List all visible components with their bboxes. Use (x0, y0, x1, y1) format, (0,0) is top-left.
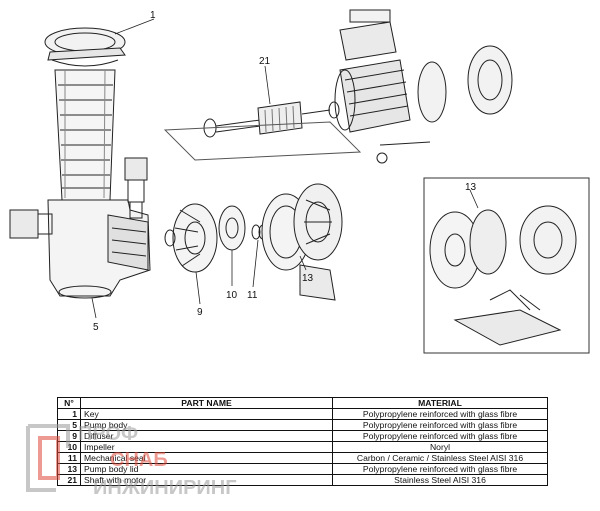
row-material: Polypropylene reinforced with glass fibr… (332, 419, 548, 431)
table-row: 13 Pump body lid Polypropylene reinforce… (57, 463, 548, 475)
table-header-row: N° PART NAME MATERIAL (57, 397, 548, 409)
column-header-material: MATERIAL (332, 397, 548, 409)
callout-21: 21 (259, 56, 271, 67)
pump-body-lid-part (261, 183, 343, 301)
callout-9: 9 (197, 307, 203, 318)
row-material: Stainless Steel AISI 316 (332, 474, 548, 486)
row-part-name: Shaft with motor (80, 474, 333, 486)
row-material: Polypropylene reinforced with glass fibr… (332, 463, 548, 475)
row-number: 9 (57, 430, 81, 442)
callout-11: 11 (247, 290, 258, 301)
leader-lines (91, 18, 479, 319)
row-number: 21 (57, 474, 81, 486)
shaft-with-motor-part (163, 101, 362, 161)
row-number: 11 (57, 452, 81, 464)
impeller-part (218, 205, 246, 251)
callout-1: 1 (150, 10, 156, 21)
row-part-name: Diffuser (80, 430, 333, 442)
callout-5: 5 (93, 322, 99, 333)
callout-10: 10 (226, 290, 238, 301)
row-part-name: Pump body lid (80, 463, 333, 475)
diffuser-part (164, 203, 218, 273)
callout-13: 13 (302, 273, 314, 284)
callout-13-detail: 13 (465, 182, 477, 193)
detail-lid-assembly (429, 205, 577, 346)
table-row: 10 Impeller Noryl (57, 441, 548, 453)
table-row: 9 Diffuser Polypropylene reinforced with… (57, 430, 548, 442)
table-row: 21 Shaft with motor Stainless Steel AISI… (57, 474, 548, 486)
table-row: 1 Key Polypropylene reinforced with glas… (57, 408, 548, 420)
key-lid-part (44, 27, 126, 67)
table-row: 11 Mechanical seal Carbon / Ceramic / St… (57, 452, 548, 464)
row-material: Polypropylene reinforced with glass fibr… (332, 408, 548, 420)
row-number: 1 (57, 408, 81, 420)
row-part-name: Pump body (80, 419, 333, 431)
row-part-name: Mechanical seal (80, 452, 333, 464)
row-number: 13 (57, 463, 81, 475)
row-number: 5 (57, 419, 81, 431)
table-row: 5 Pump body Polypropylene reinforced wit… (57, 419, 548, 431)
column-header-part-name: PART NAME (80, 397, 333, 409)
motor-housing (334, 9, 513, 164)
row-part-name: Impeller (80, 441, 333, 453)
detail-inset-frame (423, 177, 590, 354)
strainer-housing (54, 69, 116, 201)
column-header-number: N° (57, 397, 81, 409)
row-number: 10 (57, 441, 81, 453)
row-material: Carbon / Ceramic / Stainless Steel AISI … (332, 452, 548, 464)
row-material: Polypropylene reinforced with glass fibr… (332, 430, 548, 442)
exploded-pump-diagram: 1 5 9 10 11 13 21 13 (9, 9, 590, 354)
row-part-name: Key (80, 408, 333, 420)
pump-body-part (9, 157, 151, 299)
parts-table: N° PART NAME MATERIAL 1 Key Polypropylen… (57, 397, 548, 486)
row-material: Noryl (332, 441, 548, 453)
